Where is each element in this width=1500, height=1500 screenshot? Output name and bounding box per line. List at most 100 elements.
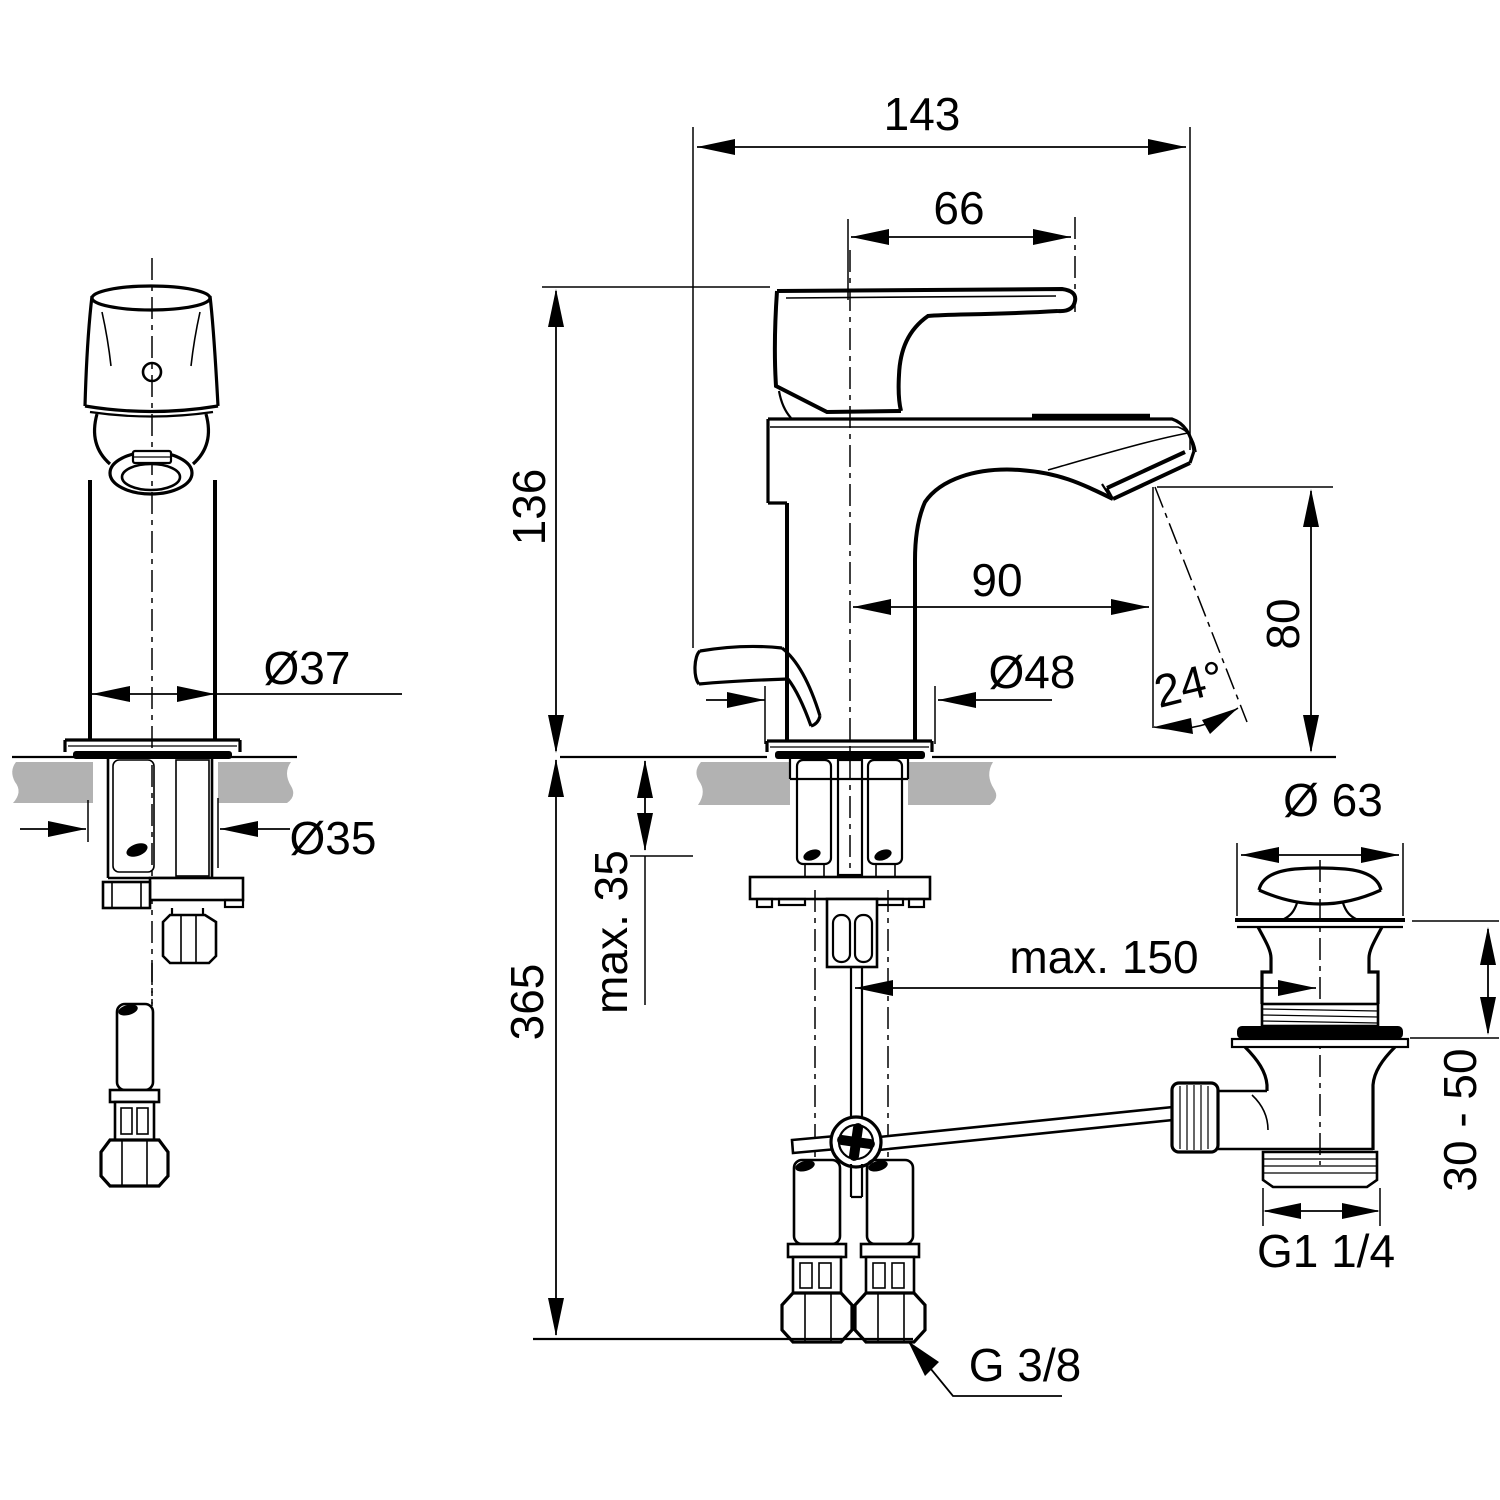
nut-foot xyxy=(907,897,926,909)
waste-rod-fill xyxy=(879,1107,1173,1150)
dim-base-diameter-label: Ø48 xyxy=(989,646,1076,698)
deck-side-view-left xyxy=(696,762,790,805)
dimension-graphics xyxy=(20,127,1499,1397)
flex-hose xyxy=(115,1002,155,1092)
handle-knob-right xyxy=(208,295,220,407)
lever-closed-top xyxy=(776,286,1078,314)
body-shoulder xyxy=(766,419,787,505)
supply-hose-cut-right xyxy=(866,758,904,866)
aerator-screen xyxy=(120,462,182,492)
dim-body-diameter-label: Ø37 xyxy=(264,642,351,694)
dim-supply-thread-label: G 3/8 xyxy=(969,1339,1082,1391)
countertop-deck xyxy=(12,762,997,805)
side-base-flange xyxy=(765,739,934,752)
pull-rod-lower xyxy=(849,1164,864,1199)
waste-cap-base xyxy=(1258,888,1382,906)
nose-cap xyxy=(1188,450,1196,464)
deck-front-view-left xyxy=(12,762,94,803)
nut-notch xyxy=(875,897,905,907)
connector-window xyxy=(120,1107,133,1135)
clamp-block xyxy=(101,880,152,910)
spout-top xyxy=(768,417,1196,452)
dim-outlet-height-label: 80 xyxy=(1257,598,1309,649)
pull-rod-upper xyxy=(849,967,864,1120)
handle-dot xyxy=(141,361,163,383)
dim-waste-flange-diameter-label: Ø 63 xyxy=(1283,774,1383,826)
clamp-plate xyxy=(148,876,245,902)
dim-outlet-angle-label: 24° xyxy=(1149,650,1229,717)
dim-overall-depth-label: 143 xyxy=(884,88,961,140)
waste-neck-left xyxy=(1256,926,1273,1004)
dim-height-above-deck-label: 136 xyxy=(503,469,555,546)
spout-highlight xyxy=(1047,432,1189,471)
supply-hose-left xyxy=(780,1158,854,1344)
waste-washer-plate xyxy=(1230,1037,1410,1049)
adapter-slot xyxy=(853,913,874,964)
hex-fitting xyxy=(161,913,218,965)
shank-detail xyxy=(126,843,148,857)
handle-knob-bottom xyxy=(84,404,219,414)
spout-housing-right xyxy=(191,413,210,466)
clamp-block-lines xyxy=(111,882,142,908)
deck-front-view-right xyxy=(218,762,294,803)
nut-foot xyxy=(755,897,774,909)
pivot-cross-icon xyxy=(837,1123,875,1161)
hose-cut-detail xyxy=(803,849,821,861)
knob-skirt xyxy=(89,410,214,418)
dim-max-deck-thickness-label: max. 35 xyxy=(585,850,637,1014)
dim-height-below-deck-label: 365 xyxy=(501,964,553,1041)
spout-underside xyxy=(913,467,1114,741)
supply-hose-cut-left xyxy=(795,758,833,866)
hose-cut-detail xyxy=(874,849,892,861)
knurled-nut-ridges xyxy=(1179,1085,1209,1150)
handle-base-gap xyxy=(777,390,792,419)
shank-hose-section xyxy=(112,759,155,873)
dim-handle-reach-label: 66 xyxy=(933,182,984,234)
dim-spout-reach-label: 90 xyxy=(971,554,1022,606)
knob-contour-left xyxy=(101,311,112,367)
shank-tube xyxy=(106,759,214,880)
adapter-slot xyxy=(831,913,852,964)
waste-cap-dome xyxy=(1257,866,1383,891)
side-base-gasket xyxy=(775,751,925,759)
hose-nut-facets xyxy=(121,1140,148,1186)
hose-end-detail xyxy=(118,1004,138,1016)
knob-contour-right xyxy=(190,311,201,367)
hose-cut-ends xyxy=(804,864,896,876)
hose-centerlines xyxy=(814,890,889,1160)
connector-window xyxy=(136,1107,149,1135)
lever-closed-inner xyxy=(785,295,1057,299)
thread-ring-lines xyxy=(1261,1008,1379,1024)
dim-max-waste-distance-label: max. 150 xyxy=(1009,931,1198,983)
hose-nut xyxy=(99,1138,170,1188)
dim-waste-deck-range-label: 30 - 50 xyxy=(1434,1048,1486,1191)
base-flange xyxy=(63,738,242,752)
hex-facets xyxy=(180,915,197,963)
side-view xyxy=(533,250,1336,1344)
pop-up-waste xyxy=(1170,860,1410,1189)
bottom-thread-lines xyxy=(1263,1158,1377,1174)
spout-top-inner xyxy=(770,426,1197,453)
threaded-stud xyxy=(836,758,864,877)
waste-body-left xyxy=(1243,1045,1269,1091)
deck-side-view-right xyxy=(908,762,997,805)
rod-adapter xyxy=(825,897,879,969)
knurled-nut xyxy=(1170,1081,1220,1154)
hose-collar xyxy=(108,1088,161,1104)
waste-rod xyxy=(878,1105,1174,1152)
waste-neck-right xyxy=(1367,926,1384,1004)
supply-hose-right xyxy=(853,1158,927,1344)
waste-bottom-thread xyxy=(1261,1150,1379,1189)
dim-shank-diameter-label: Ø35 xyxy=(290,812,377,864)
spout-housing-left xyxy=(93,413,112,466)
handle-base xyxy=(772,290,902,415)
dim-waste-thread-label: G1 1/4 xyxy=(1257,1225,1395,1277)
nut-notch xyxy=(777,897,807,907)
deck-hole-sleeve xyxy=(788,757,910,781)
lever-closed-underside xyxy=(896,309,1059,412)
mounting-nut xyxy=(748,875,932,901)
aerator-face xyxy=(1106,450,1191,501)
waste-washer xyxy=(1237,1026,1403,1039)
shank-thread-section xyxy=(175,759,210,877)
